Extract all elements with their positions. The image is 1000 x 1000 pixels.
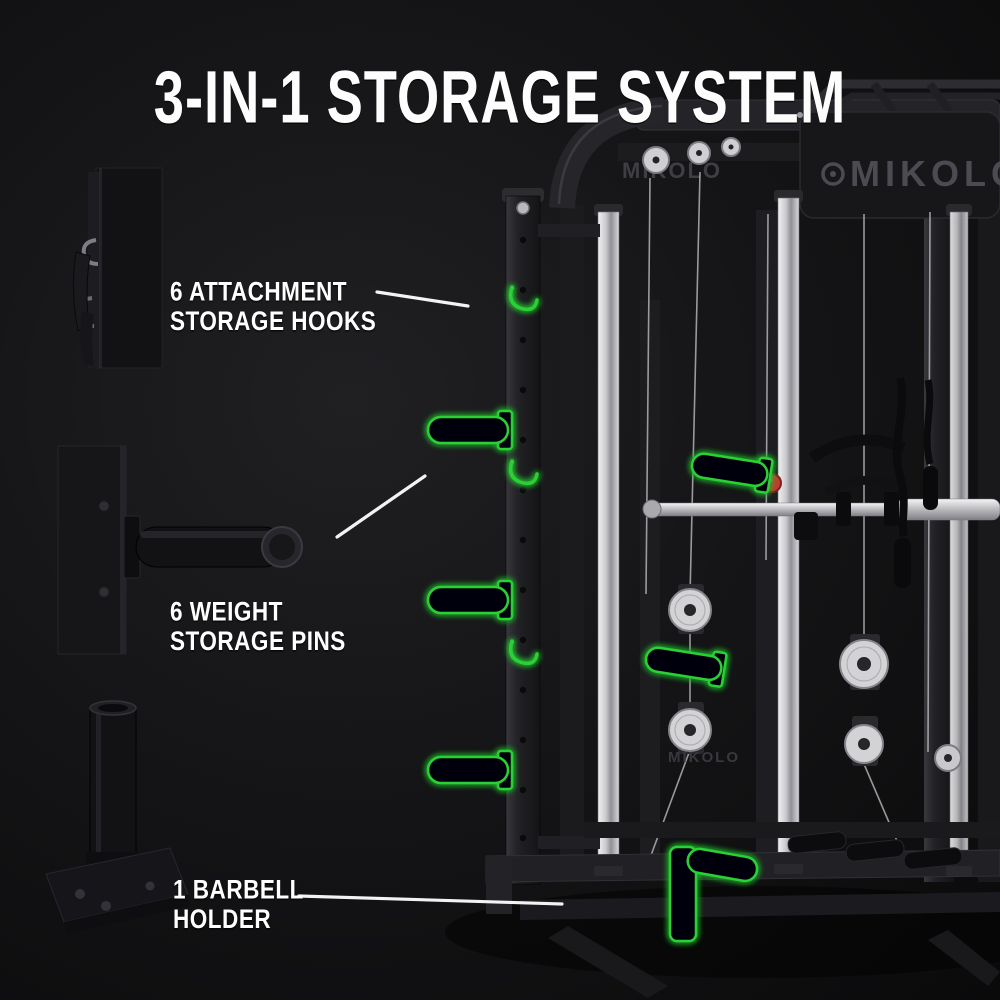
curl-attachment bbox=[808, 434, 907, 463]
pullup-bar bbox=[802, 79, 1000, 116]
weight-pin-highlight-1 bbox=[426, 409, 514, 451]
curved-left-beam-highlight bbox=[557, 104, 663, 205]
callout-line2: STORAGE HOOKS bbox=[170, 305, 377, 336]
callout-line-weight-pins bbox=[335, 474, 427, 539]
strap bbox=[80, 312, 94, 366]
brand-logo-base: MIKOLO bbox=[668, 749, 740, 766]
brand-plate bbox=[799, 111, 1000, 219]
pullup-grip bbox=[926, 81, 954, 115]
callout-line1: 6 ATTACHMENT bbox=[170, 275, 348, 307]
page-title: 3-IN-1 STORAGE SYSTEM bbox=[153, 54, 847, 138]
callout-label-attachment-hooks: 6 ATTACHMENT STORAGE HOOKS bbox=[170, 277, 376, 336]
callout-label-weight-pins: 6 WEIGHT STORAGE PINS bbox=[170, 597, 346, 656]
weight-pin-highlight-2 bbox=[426, 579, 514, 621]
rear-left-post bbox=[560, 205, 584, 870]
inset-barbell-holder-photo bbox=[45, 700, 190, 934]
inner-right-post bbox=[756, 210, 782, 870]
bolt bbox=[697, 112, 703, 118]
storage-highlights bbox=[426, 285, 774, 943]
callout-line-barbell-holder bbox=[297, 894, 564, 906]
smith-rail-right bbox=[949, 211, 969, 873]
weight-pin-highlight-5 bbox=[644, 646, 728, 688]
callout-line1: 1 BARBELL bbox=[173, 873, 304, 905]
attachment-hook-highlight-3 bbox=[508, 639, 539, 666]
mid-pulleys bbox=[668, 584, 962, 772]
callout-label-barbell-holder: 1 BARBELL HOLDER bbox=[173, 875, 304, 934]
plate-storage-pegs bbox=[787, 831, 963, 870]
top-pulleys bbox=[642, 137, 741, 174]
hanging-straps bbox=[892, 377, 938, 588]
weight-pin-highlight-4 bbox=[690, 452, 774, 494]
weight-pin-highlight-3 bbox=[426, 749, 514, 791]
attachment-hook-highlight-1 bbox=[508, 285, 539, 312]
curved-left-beam bbox=[549, 97, 666, 209]
callout-line-attachment-hooks bbox=[375, 290, 470, 308]
edge-right-post bbox=[978, 192, 1000, 882]
smith-rail-left bbox=[597, 211, 620, 873]
inset-attachment-hooks-photo bbox=[72, 167, 163, 369]
callout-line1: 6 WEIGHT bbox=[170, 595, 283, 627]
inner-left-post bbox=[640, 300, 660, 865]
pullup-bar-rear bbox=[824, 92, 1000, 115]
inset-weight-pin-photo bbox=[57, 445, 303, 655]
pullup-grip bbox=[870, 81, 898, 115]
curl-attachment-inner bbox=[823, 475, 900, 496]
front-left-post bbox=[502, 188, 600, 885]
brand-logo-right: MIKOLO bbox=[850, 153, 1000, 194]
callout-lines bbox=[297, 290, 564, 906]
machine-illustration: MIKOLO MIKOLO bbox=[426, 79, 1000, 998]
barbell-holder-highlight bbox=[668, 845, 759, 943]
cables bbox=[645, 171, 931, 863]
attachment-hook-highlight-2 bbox=[508, 459, 539, 486]
callout-line2: HOLDER bbox=[173, 903, 272, 934]
racked-barbell bbox=[642, 492, 1000, 540]
bolt bbox=[797, 112, 803, 118]
callout-line2: STORAGE PINS bbox=[170, 625, 346, 656]
brand-gear-icon bbox=[821, 162, 845, 186]
base-frame: MIKOLO bbox=[485, 749, 1000, 998]
